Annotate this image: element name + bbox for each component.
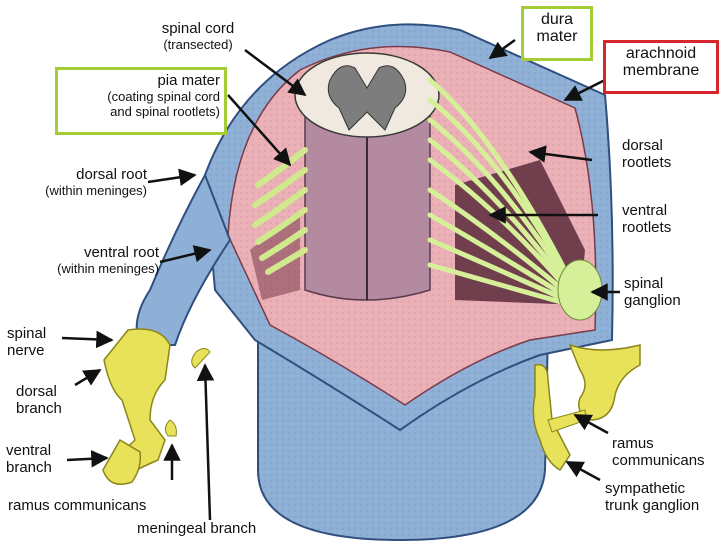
label-dorsal-rootlets: dorsal rootlets	[622, 137, 672, 171]
label-spinal-ganglion: spinal ganglion	[624, 275, 681, 309]
sympathetic-trunk	[532, 363, 571, 471]
pointer-arrows	[61, 38, 620, 521]
left-rootlets	[252, 147, 308, 275]
label-ramus-communicans-right: ramus communicans	[612, 435, 705, 469]
left-root-sleeve	[135, 172, 232, 346]
arachnoid-highlight	[603, 40, 719, 94]
label-pia-mater: pia mater (coating spinal cord and spina…	[107, 72, 220, 119]
grey-matter	[327, 65, 407, 131]
label-spinal-cord: spinal cord (transected)	[161, 20, 235, 52]
label-dura-mater: dura mater	[536, 11, 578, 45]
pia-mater-highlight	[55, 67, 227, 135]
label-ramus-communicans-left: ramus communicans	[8, 497, 147, 514]
label-sympathetic-trunk-ganglion: sympathetic trunk ganglion	[605, 480, 700, 514]
label-dorsal-root: dorsal root (within meninges)	[45, 166, 147, 198]
right-spinal-nerve	[568, 343, 641, 421]
label-ventral-rootlets: ventral rootlets	[622, 202, 672, 236]
label-meningeal-branch: meningeal branch	[137, 520, 257, 537]
label-ventral-root: ventral root (within meninges)	[57, 244, 159, 276]
spinal-ganglion-shape	[557, 259, 603, 321]
label-spinal-nerve: spinal nerve	[7, 325, 47, 359]
label-ventral-branch: ventral branch	[6, 442, 52, 476]
left-meningeal-branch	[191, 348, 211, 369]
dura-mater-highlight	[521, 6, 593, 61]
label-dorsal-branch: dorsal branch	[16, 383, 62, 417]
label-arachnoid-membrane: arachnoid membrane	[622, 45, 700, 79]
